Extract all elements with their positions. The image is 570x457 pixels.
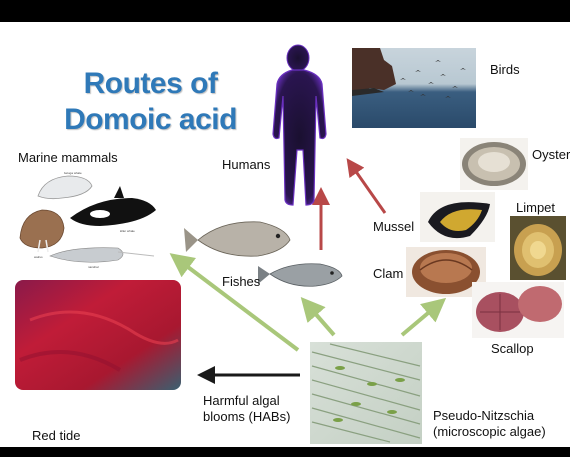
label-pseudo-nitzschia: Pseudo-Nitzschia (microscopic algae): [433, 408, 546, 440]
slide-title: Routes of Domoic acid: [58, 66, 243, 138]
label-habs: Harmful algal blooms (HABs): [203, 393, 290, 425]
label-mussel: Mussel: [373, 219, 414, 235]
sea-bass-fish-icon: [258, 264, 342, 287]
title-line-2: Domoic acid: [58, 102, 243, 138]
orca-icon: [70, 198, 156, 226]
label-fishes: Fishes: [222, 274, 260, 290]
narwhal-icon: [50, 248, 123, 263]
arrow-algae-to-shellfish: [402, 303, 440, 335]
mussel-photo: [420, 192, 495, 242]
red-tide-photo: [15, 280, 181, 390]
label-clam: Clam: [373, 266, 403, 282]
label-marine-mammals: Marine mammals: [18, 150, 118, 166]
label-pseudo-line-1: Pseudo-Nitzschia: [433, 408, 546, 424]
pseudo-nitzschia-photo: [310, 342, 422, 444]
label-pseudo-line-2: (microscopic algae): [433, 424, 546, 440]
walrus-icon: [20, 210, 64, 248]
label-habs-line-1: Harmful algal: [203, 393, 290, 409]
beluga-icon: [38, 176, 92, 199]
sea-bream-fish-icon: [184, 222, 290, 256]
label-birds: Birds: [490, 62, 520, 78]
walrus-caption: walrus: [34, 255, 43, 259]
label-limpet: Limpet: [516, 200, 555, 216]
orca-caption: killer whale: [120, 229, 135, 233]
human-silhouette-icon: [273, 45, 326, 205]
arrow-algae-to-fishes: [306, 303, 334, 335]
oyster-photo: [460, 138, 528, 190]
birds-photo: [352, 48, 476, 128]
beluga-caption: beluga whale: [64, 171, 82, 175]
title-line-1: Routes of: [58, 66, 243, 102]
scallop-photo: [472, 282, 564, 338]
label-oyster: Oyster: [532, 147, 570, 163]
label-scallop: Scallop: [491, 341, 534, 357]
marine-mammals-illustration: beluga whale killer whale walrus narwhal: [20, 171, 156, 269]
label-habs-line-2: blooms (HABs): [203, 409, 290, 425]
label-red-tide: Red tide: [32, 428, 80, 444]
label-humans: Humans: [222, 157, 270, 173]
narwhal-caption: narwhal: [88, 265, 99, 269]
arrow-mussel-to-humans: [350, 163, 385, 213]
limpet-photo: [510, 216, 566, 280]
